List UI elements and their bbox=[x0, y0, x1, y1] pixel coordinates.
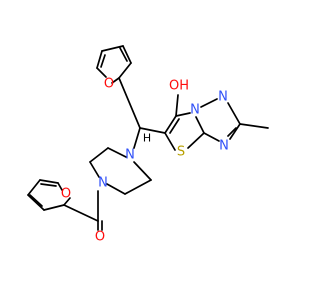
hydroxyl-label: OH bbox=[169, 79, 189, 94]
molecule-structure: OH H O O O N N S N N N bbox=[27, 45, 269, 245]
piperazine-nitrogen-bottom: N bbox=[98, 176, 108, 191]
bond bbox=[106, 183, 126, 195]
bond bbox=[175, 112, 191, 117]
triazole-nitrogen-bridge: N bbox=[190, 103, 200, 118]
bond bbox=[107, 147, 127, 158]
bond bbox=[195, 116, 205, 134]
bond bbox=[203, 132, 220, 142]
bond bbox=[164, 115, 177, 134]
bond bbox=[100, 54, 106, 68]
bond bbox=[118, 77, 141, 129]
triazole-nitrogen-bottom: N bbox=[219, 139, 229, 154]
bond bbox=[101, 45, 124, 52]
bond bbox=[96, 50, 103, 69]
bond bbox=[27, 194, 45, 211]
bond bbox=[227, 102, 241, 125]
atom-labels: OH H O O O N N S N N N bbox=[61, 77, 229, 245]
bond bbox=[227, 127, 237, 137]
bond bbox=[175, 94, 179, 117]
bond bbox=[118, 62, 132, 79]
bond bbox=[89, 147, 109, 163]
carbonyl-oxygen: O bbox=[95, 230, 105, 245]
bond bbox=[124, 179, 152, 195]
bond bbox=[139, 127, 166, 134]
sulfur-label: S bbox=[177, 145, 185, 160]
bond bbox=[133, 161, 152, 181]
bond bbox=[39, 179, 59, 184]
bond bbox=[29, 194, 43, 207]
furan-oxygen-top: O bbox=[104, 77, 114, 92]
bond bbox=[239, 123, 269, 129]
bond bbox=[164, 132, 176, 151]
bond-lines bbox=[27, 45, 269, 231]
bond bbox=[122, 45, 132, 64]
piperazine-nitrogen-top: N bbox=[125, 148, 135, 163]
bond bbox=[63, 204, 99, 222]
bond bbox=[119, 47, 128, 62]
triazole-nitrogen-top: N bbox=[218, 90, 228, 105]
bond bbox=[200, 98, 218, 108]
bond bbox=[89, 161, 100, 178]
bond bbox=[43, 204, 65, 211]
bond bbox=[133, 127, 141, 149]
bond bbox=[40, 183, 57, 187]
bond bbox=[169, 118, 180, 134]
furan-oxygen-bottom: O bbox=[61, 187, 71, 202]
bond bbox=[111, 77, 120, 84]
bond bbox=[187, 132, 205, 149]
bond bbox=[57, 182, 63, 191]
bond bbox=[63, 197, 71, 206]
bond bbox=[229, 123, 241, 140]
hydrogen-label: H bbox=[143, 132, 151, 145]
bond bbox=[96, 67, 107, 78]
bond bbox=[27, 179, 41, 196]
